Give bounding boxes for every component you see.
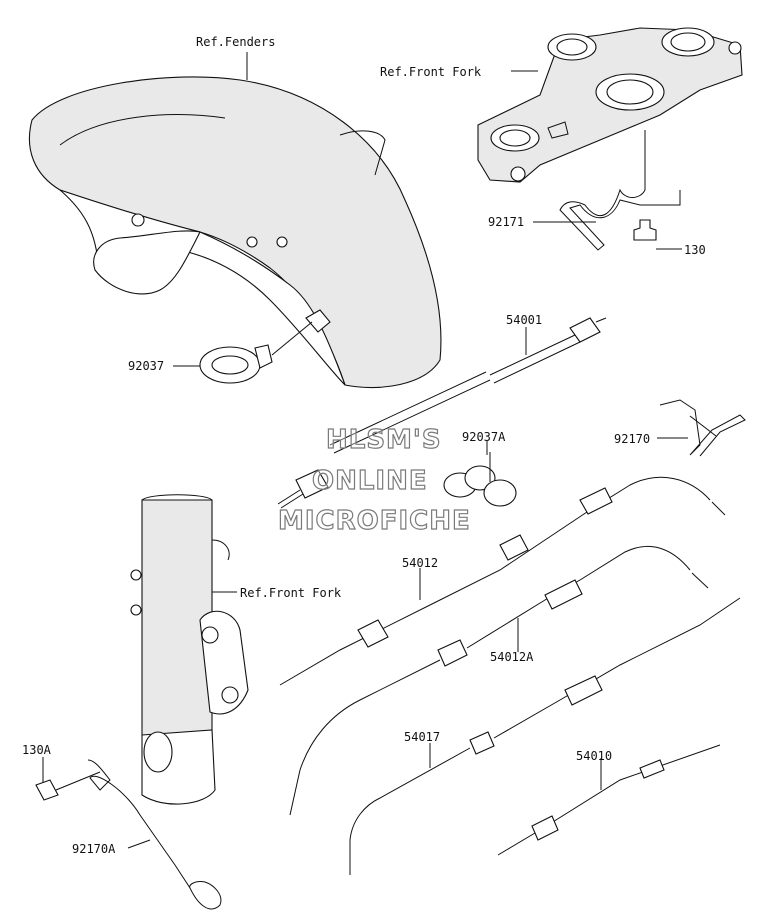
label-92171: 92171 xyxy=(488,215,524,229)
throttle-cable-54012 xyxy=(279,476,726,686)
leader-lines xyxy=(42,52,688,849)
label-92037A: 92037A xyxy=(462,430,506,444)
label-92037: 92037 xyxy=(128,359,164,373)
label-54010: 54010 xyxy=(576,749,612,763)
front-fender xyxy=(28,76,442,389)
speedometer-cable-54001 xyxy=(277,317,607,509)
cable-54017 xyxy=(349,597,741,875)
watermark-line-2: ONLINE xyxy=(312,466,428,496)
label-130A: 130A xyxy=(22,743,52,757)
wire-clamp-92170 xyxy=(659,399,746,457)
label-54001: 54001 xyxy=(506,313,542,327)
upper-fork-bracket xyxy=(477,27,743,183)
label-92170A: 92170A xyxy=(72,842,116,856)
watermark: HLSM'S ONLINE MICROFICHE xyxy=(277,424,471,536)
label-54012A: 54012A xyxy=(490,650,534,664)
label-ref-fenders: Ref.Fenders xyxy=(196,35,275,49)
label-54012: 54012 xyxy=(402,556,438,570)
label-92170: 92170 xyxy=(614,432,650,446)
watermark-line-3: MICROFICHE xyxy=(278,506,471,536)
label-ref-front-fork-side: Ref.Front Fork xyxy=(240,586,342,600)
cable-54010 xyxy=(497,744,721,856)
wire-clamp-92171 xyxy=(559,130,681,251)
throttle-cable-54012A xyxy=(289,545,709,816)
bolt-130A xyxy=(35,771,101,801)
label-130: 130 xyxy=(684,243,706,257)
front-fork-leg xyxy=(130,494,249,805)
watermark-line-1: HLSM'S xyxy=(326,425,442,455)
grommet-92037 xyxy=(199,321,313,384)
label-54017: 54017 xyxy=(404,730,440,744)
part-labels: Ref.Fenders Ref.Front Fork 92171 130 920… xyxy=(22,35,706,856)
cable-clamp-92037A xyxy=(443,452,517,507)
wire-clamp-92170A xyxy=(87,759,222,910)
label-ref-front-fork-top: Ref.Front Fork xyxy=(380,65,482,79)
